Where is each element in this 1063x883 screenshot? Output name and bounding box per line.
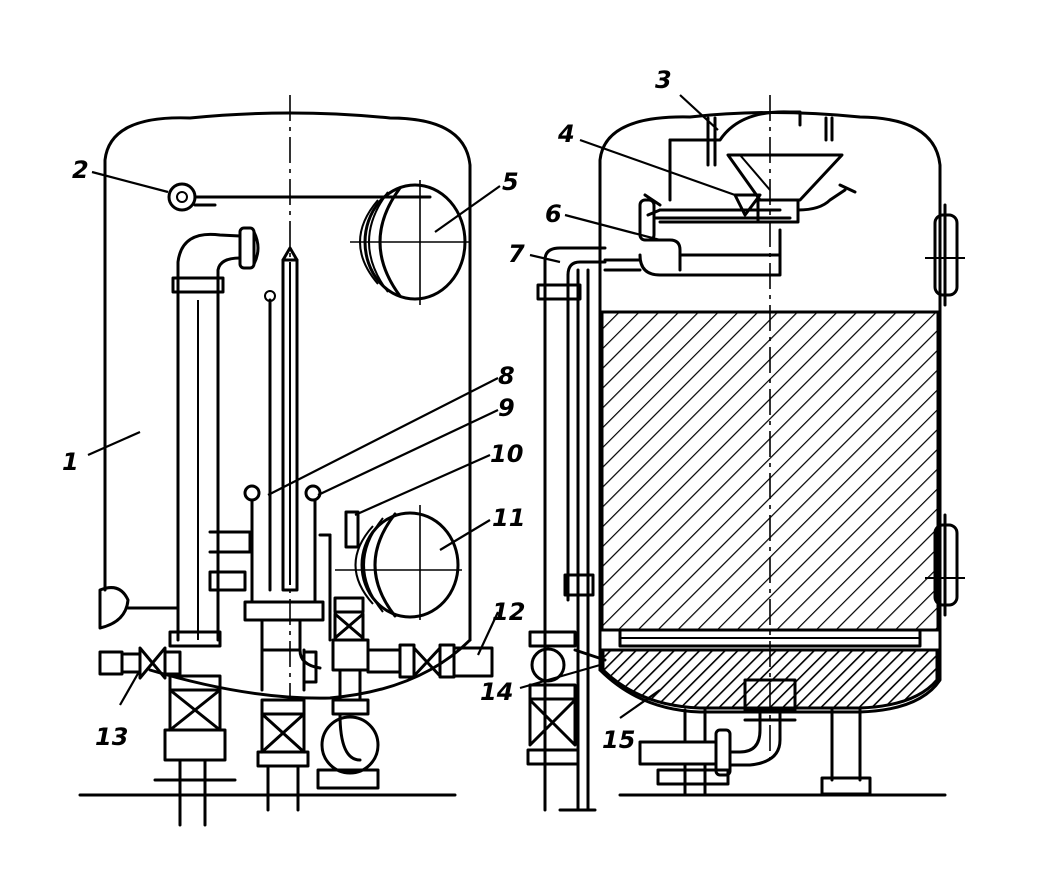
label-3: 3 [655,66,672,94]
label-7: 7 [508,240,525,268]
label-1: 1 [62,448,79,476]
instrument-panel [208,246,360,642]
label-14: 14 [480,678,513,706]
air-valve [167,182,432,212]
bottom-outlet [638,678,872,797]
pump-unit [316,596,380,790]
inlet-pipe-left [171,226,260,642]
label-8: 8 [498,362,515,390]
label-13: 13 [95,723,128,751]
label-9: 9 [498,394,515,422]
top-distributor [638,110,857,277]
number-labels: 1 2 3 4 5 6 7 8 9 10 11 12 13 14 15 [62,66,672,754]
backwash-valves [526,630,607,766]
label-6: 6 [545,200,562,228]
label-10: 10 [490,440,523,468]
label-15: 15 [602,726,635,754]
label-2: 2 [72,156,89,184]
label-4: 4 [557,120,575,148]
label-5: 5 [502,168,519,196]
outlet-piping-center [256,618,322,812]
label-11: 11 [492,504,525,532]
leader-lines [87,94,736,719]
drain-valve [98,630,237,827]
label-12: 12 [492,598,525,626]
sight-glasses [925,203,965,617]
filter-media-bed [600,310,940,632]
side-fitting [98,586,180,630]
outlet-pipe-right [366,643,494,679]
upper-manhole [350,180,470,305]
lower-manhole [335,505,462,620]
